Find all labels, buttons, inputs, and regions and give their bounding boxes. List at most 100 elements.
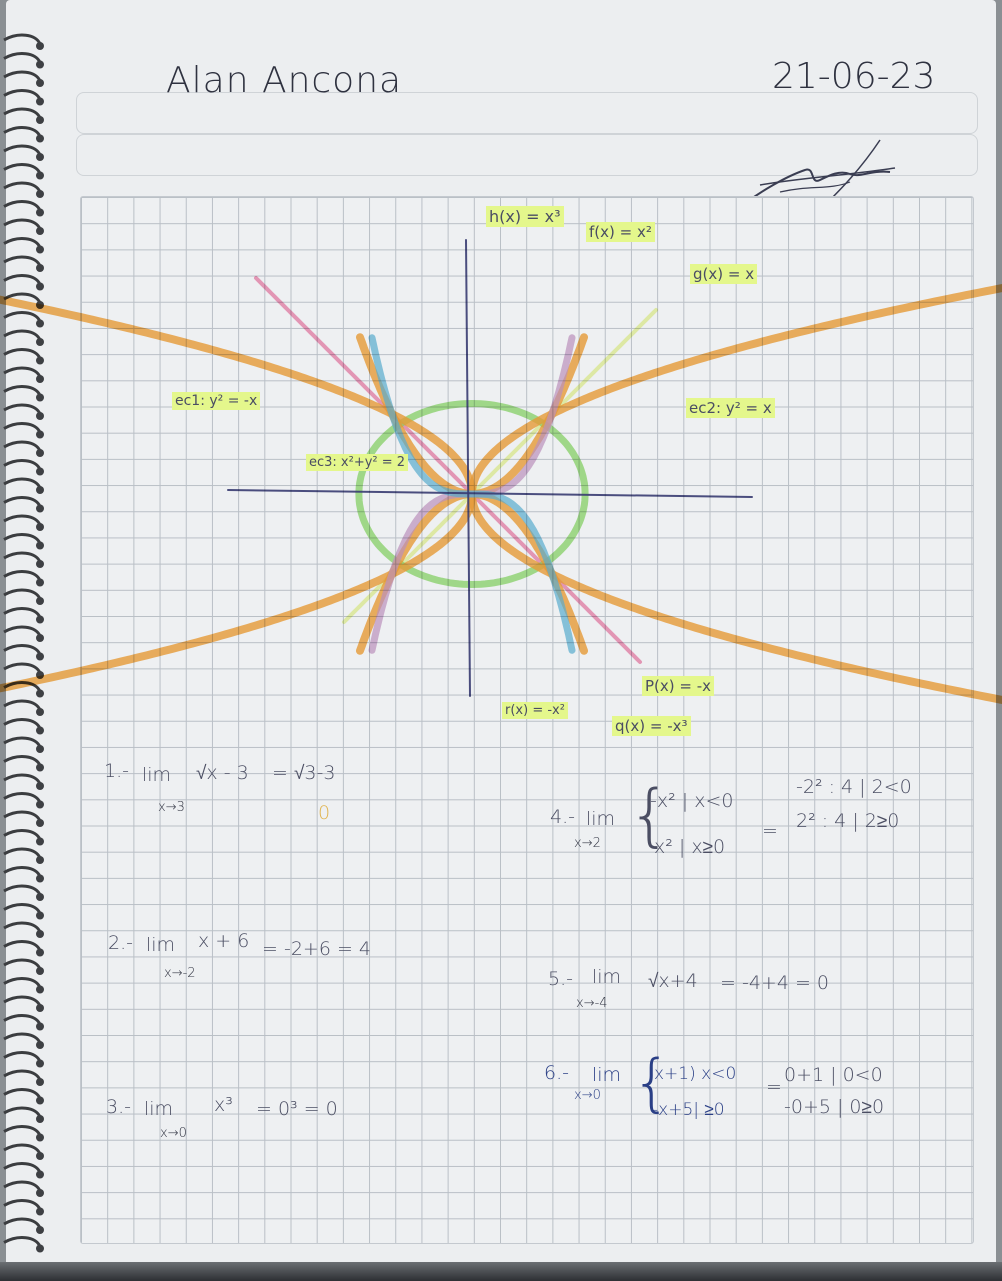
spiral-hole <box>36 430 44 439</box>
spiral-coil <box>3 921 42 933</box>
spiral-coil <box>3 773 42 785</box>
exercise-3-sub: x→0 <box>160 1126 187 1141</box>
spiral-hole <box>36 967 44 975</box>
spiral-coil <box>3 607 42 619</box>
spiral-coil <box>3 366 42 378</box>
exercise-4-case-1: -x² | x<0 <box>650 790 734 812</box>
spiral-hole <box>36 245 44 254</box>
y-axis <box>465 239 471 697</box>
spiral-coil <box>3 903 42 915</box>
spiral-hole <box>36 837 44 846</box>
spiral-coil <box>3 1051 42 1063</box>
x-axis <box>227 489 753 498</box>
exercise-1-number: 1.- <box>104 760 129 782</box>
spiral-coil <box>3 1180 42 1192</box>
spiral-hole <box>36 449 44 457</box>
spiral-hole <box>36 338 44 346</box>
spiral-hole <box>36 856 44 864</box>
spiral-hole <box>36 171 44 180</box>
spiral-coil <box>3 847 42 859</box>
spiral-hole <box>36 541 44 550</box>
exercise-4-case-2: x² | x≥0 <box>654 836 726 858</box>
spiral-coil <box>3 1014 42 1026</box>
label-f: f(x) = x² <box>586 222 655 242</box>
spiral-hole <box>36 97 44 106</box>
spiral-hole <box>36 42 44 50</box>
spiral-hole <box>36 689 44 698</box>
label-ec1: ec1: y² = -x <box>172 392 261 410</box>
spiral-hole <box>36 652 44 661</box>
exercise-2-number: 2.- <box>108 932 133 954</box>
spiral-hole <box>36 356 44 365</box>
graph-paper <box>80 196 974 1244</box>
exercise-1-sub: x→3 <box>158 800 185 815</box>
spiral-coil <box>3 1217 42 1229</box>
spiral-hole <box>36 1152 44 1160</box>
curve-ec1-lower <box>0 490 476 693</box>
spiral-coil <box>3 1199 42 1211</box>
exercise-1-result: 0 <box>318 802 331 824</box>
spiral-coil <box>3 218 42 230</box>
exercise-4-result-2: 2² : 4 | 2≥0 <box>796 810 900 832</box>
exercise-3-lim: lim <box>144 1098 174 1120</box>
exercise-6-number: 6.- <box>544 1062 569 1084</box>
spiral-coil <box>3 385 42 397</box>
spiral-coil <box>3 533 42 545</box>
exercise-1-lim: lim <box>142 764 172 786</box>
exercise-6-case-1: x+1) x<0 <box>654 1064 737 1084</box>
spiral-coil <box>3 884 42 896</box>
curve-ec3-circle <box>355 399 589 589</box>
exercise-5-expr: √x+4 <box>648 970 698 992</box>
spiral-hole <box>36 1096 44 1105</box>
spiral-coil <box>3 496 42 508</box>
spiral-coil <box>3 200 42 212</box>
spiral-hole <box>36 1022 44 1031</box>
exercise-5-eq: = -4+4 = 0 <box>720 972 829 994</box>
spiral-coil <box>3 699 42 711</box>
spiral-coil <box>3 625 42 637</box>
spiral-coil <box>3 33 42 45</box>
spiral-coil <box>3 237 42 249</box>
exercise-5-number: 5.- <box>548 968 573 990</box>
spiral-coil <box>3 551 42 563</box>
spiral-hole <box>36 153 44 161</box>
spiral-hole <box>36 467 44 476</box>
spiral-hole <box>36 1041 44 1049</box>
spiral-hole <box>36 1207 44 1216</box>
spiral-coil <box>3 1069 42 1081</box>
spiral-hole <box>36 615 44 624</box>
header-band-bottom <box>76 134 978 176</box>
exercise-6-result-2: -0+5 | 0≥0 <box>784 1096 885 1118</box>
spiral-coil <box>3 107 42 119</box>
spiral-hole <box>36 523 44 531</box>
spiral-coil <box>3 422 42 434</box>
spiral-hole <box>36 116 44 124</box>
spiral-coil <box>3 126 42 138</box>
spiral-hole <box>36 911 44 920</box>
spiral-hole <box>36 375 44 383</box>
spiral-hole <box>36 1189 44 1197</box>
spiral-coil <box>3 1162 42 1174</box>
spiral-hole <box>36 726 44 735</box>
spiral-coil <box>3 144 42 156</box>
exercise-6-lim: lim <box>592 1064 622 1086</box>
spiral-hole <box>36 60 44 69</box>
spiral-hole <box>36 782 44 790</box>
spiral-coil <box>3 311 42 323</box>
spiral-coil <box>3 1125 42 1137</box>
spiral-coil <box>3 810 42 822</box>
spiral-hole <box>36 208 44 217</box>
spiral-coil <box>3 736 42 748</box>
spiral-coil <box>3 1236 42 1248</box>
spiral-hole <box>36 745 44 753</box>
spiral-coil <box>3 1106 42 1118</box>
spiral-hole <box>36 819 44 827</box>
label-p: P(x) = -x <box>642 676 715 696</box>
curve-ec2-lower <box>468 490 1002 704</box>
spiral-binding <box>3 33 44 1253</box>
spiral-coil <box>3 255 42 267</box>
spiral-hole <box>36 1170 44 1179</box>
exercise-4-result-1: -2² : 4 | 2<0 <box>796 776 912 798</box>
spiral-hole <box>36 1226 44 1234</box>
spiral-hole <box>36 763 44 772</box>
